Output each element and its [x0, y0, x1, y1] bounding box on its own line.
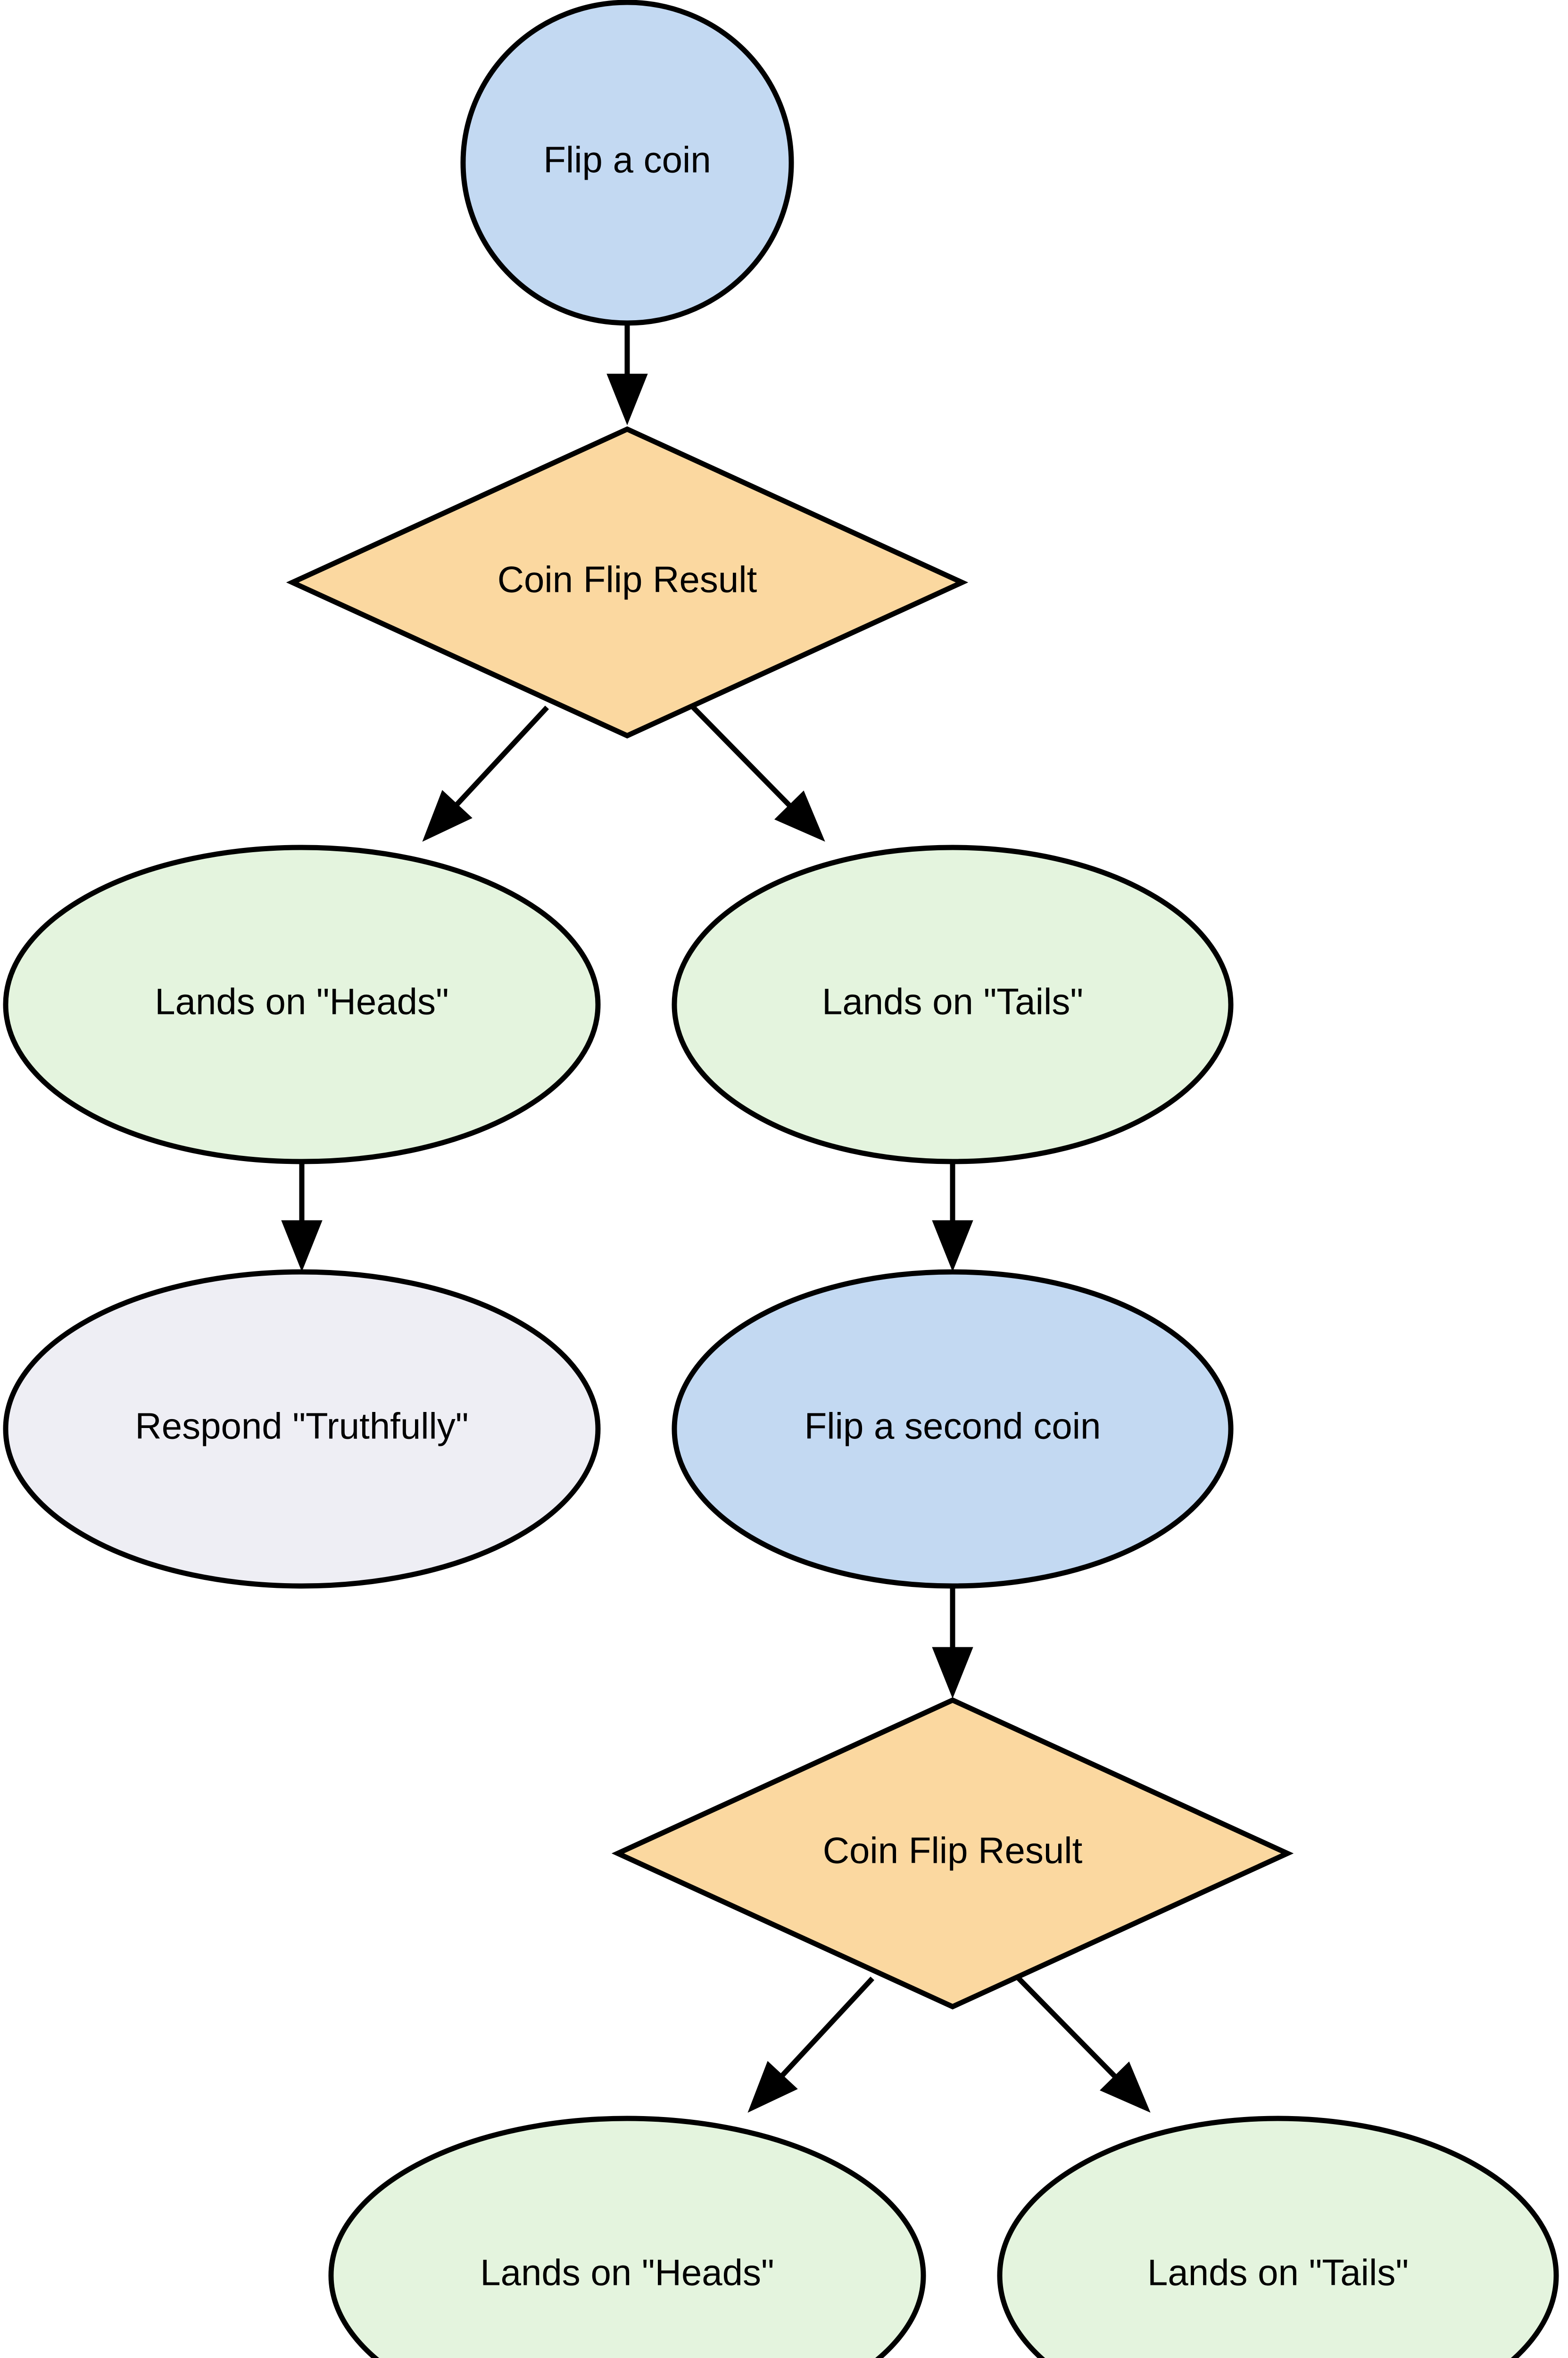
arrowhead-icon — [606, 374, 648, 425]
arrowhead-icon — [932, 1647, 973, 1699]
decision-diamond[interactable] — [286, 426, 969, 739]
edge-line — [691, 706, 792, 808]
edge-coin-flip-result-2-to-lands-on-heads-2 — [747, 1976, 875, 2113]
arrowhead-icon — [422, 790, 473, 842]
arrowhead-icon — [774, 790, 825, 842]
node-ellipse[interactable] — [3, 845, 601, 1164]
node-coin-flip-result-1[interactable]: Coin Flip Result — [286, 426, 969, 739]
arrowhead-icon — [1100, 2061, 1151, 2113]
arrowhead-icon — [747, 2061, 798, 2113]
edges-layer — [281, 325, 1151, 2113]
edge-line — [1017, 1976, 1117, 2079]
node-ellipse[interactable] — [328, 2116, 926, 2358]
node-lands-on-tails-2[interactable]: Lands on "Tails" — [997, 2116, 1559, 2358]
edge-coin-flip-result-1-to-lands-on-tails-1 — [691, 706, 825, 842]
edge-lands-on-heads-1-to-respond-truthfully — [281, 1162, 323, 1272]
edge-coin-flip-result-2-to-lands-on-tails-2 — [1017, 1976, 1151, 2113]
edge-lands-on-tails-1-to-flip-a-second-coin — [932, 1162, 973, 1272]
node-lands-on-heads-1[interactable]: Lands on "Heads" — [3, 845, 601, 1164]
node-ellipse[interactable] — [672, 845, 1234, 1164]
node-ellipse[interactable] — [3, 1269, 601, 1589]
node-lands-on-tails-1[interactable]: Lands on "Tails" — [672, 845, 1234, 1164]
arrowhead-icon — [932, 1220, 973, 1272]
start-circle[interactable] — [460, 0, 794, 326]
edge-line — [780, 1976, 875, 2078]
edge-line — [455, 706, 549, 807]
node-lands-on-heads-2[interactable]: Lands on "Heads" — [328, 2116, 926, 2358]
node-flip-a-coin[interactable]: Flip a coin — [460, 0, 794, 326]
node-respond-truthfully[interactable]: Respond "Truthfully" — [3, 1269, 601, 1589]
node-ellipse[interactable] — [672, 1269, 1234, 1589]
arrowhead-icon — [281, 1220, 323, 1272]
node-flip-a-second-coin[interactable]: Flip a second coin — [672, 1269, 1234, 1589]
edge-coin-flip-result-1-to-lands-on-heads-1 — [422, 706, 549, 842]
edge-flip-a-coin-to-coin-flip-result-1 — [606, 325, 648, 425]
node-ellipse[interactable] — [997, 2116, 1559, 2358]
edge-flip-a-second-coin-to-coin-flip-result-2 — [932, 1587, 973, 1699]
node-coin-flip-result-2[interactable]: Coin Flip Result — [611, 1697, 1294, 2010]
decision-diamond[interactable] — [611, 1697, 1294, 2010]
